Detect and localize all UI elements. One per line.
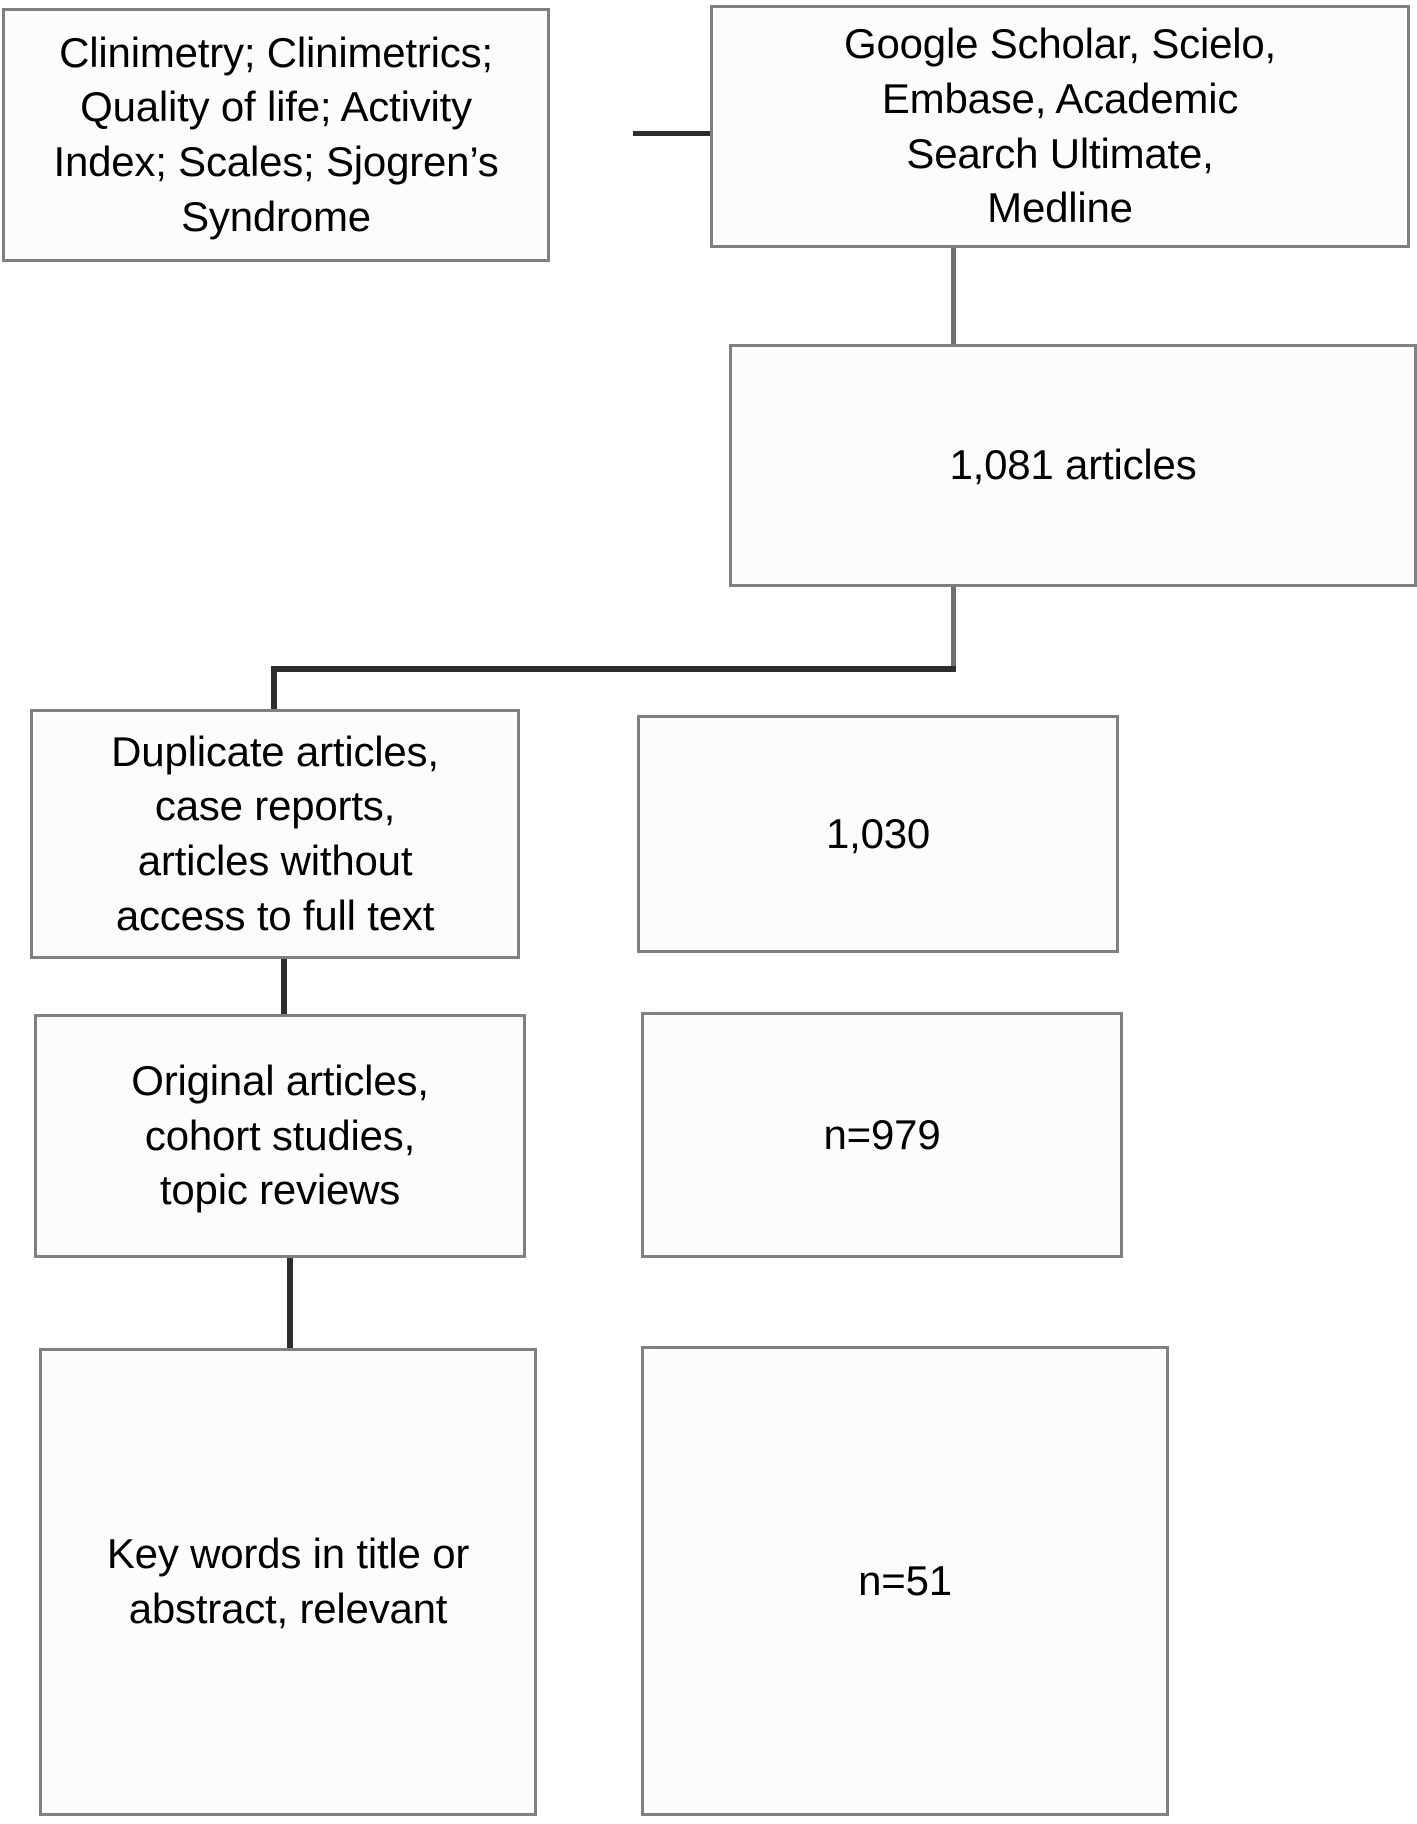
- final-count-box[interactable]: n=51: [641, 1346, 1169, 1816]
- included-count-text: n=979: [823, 1110, 941, 1158]
- included-count-box[interactable]: n=979: [641, 1012, 1123, 1258]
- keywords-box[interactable]: Clinimetry; Clinimetrics; Quality of lif…: [2, 8, 550, 262]
- connector-exclusion-to-inclusion: [281, 958, 287, 1018]
- connector-total-elbow-horizontal: [271, 666, 956, 672]
- databases-box[interactable]: Google Scholar, Scielo, Embase, Academic…: [710, 5, 1410, 248]
- connector-total-down-stub: [951, 586, 956, 670]
- final-count-text: n=51: [858, 1556, 952, 1604]
- remaining-count-text: 1,030: [825, 809, 931, 857]
- connector-inclusion-to-relevance: [287, 1256, 293, 1348]
- relevance-criteria-text: Key words in title or abstract, relevant: [106, 1530, 470, 1632]
- connector-total-elbow-down: [271, 666, 277, 710]
- total-articles-text: 1,081 articles: [949, 441, 1197, 489]
- remaining-count-box[interactable]: 1,030: [637, 715, 1119, 953]
- exclusion-criteria-text: Duplicate articles, case reports, articl…: [111, 727, 439, 939]
- relevance-criteria-box[interactable]: Key words in title or abstract, relevant: [39, 1348, 537, 1816]
- inclusion-types-text: Original articles, cohort studies, topic…: [131, 1057, 429, 1214]
- connector-databases-to-total: [951, 248, 956, 346]
- inclusion-types-box[interactable]: Original articles, cohort studies, topic…: [34, 1014, 526, 1258]
- exclusion-criteria-box[interactable]: Duplicate articles, case reports, articl…: [30, 709, 520, 959]
- databases-text: Google Scholar, Scielo, Embase, Academic…: [844, 20, 1276, 232]
- connector-keywords-to-databases: [633, 131, 718, 136]
- total-articles-box[interactable]: 1,081 articles: [729, 344, 1417, 587]
- keywords-text: Clinimetry; Clinimetrics; Quality of lif…: [53, 28, 499, 240]
